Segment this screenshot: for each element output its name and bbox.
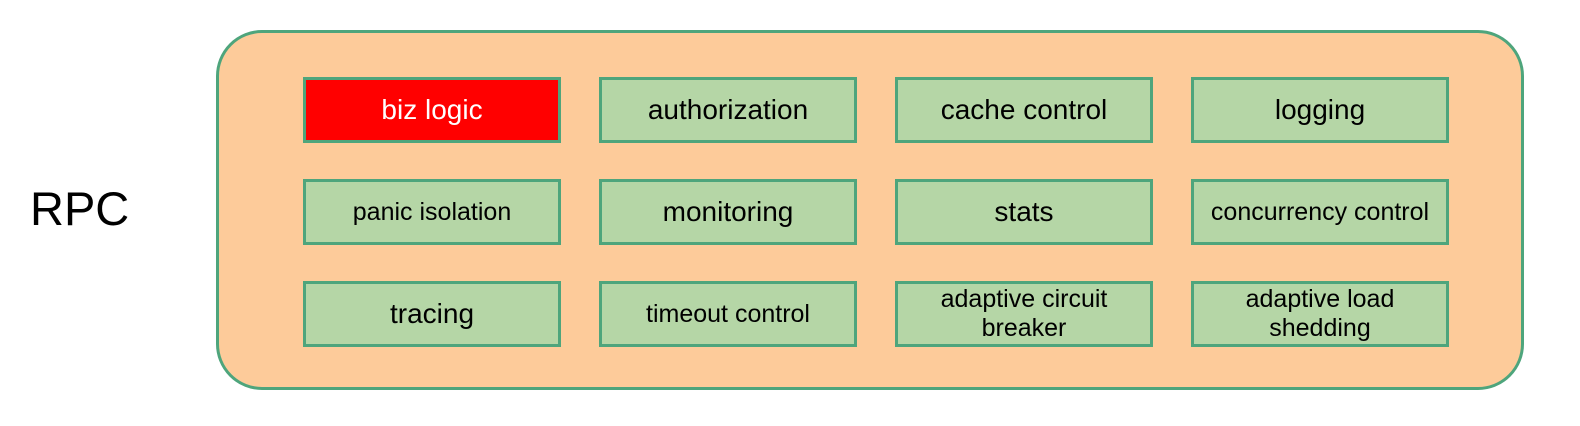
capability-box-label: tracing: [389, 298, 475, 329]
capability-box-label: adaptive load shedding: [1245, 285, 1395, 342]
capability-box-label: panic isolation: [352, 197, 512, 226]
capability-box-biz-logic[interactable]: biz logic: [303, 77, 561, 143]
capability-box-label: timeout control: [646, 299, 810, 328]
capability-box-logging[interactable]: logging: [1191, 77, 1449, 143]
capability-row: panic isolation monitoring stats concurrenc…: [303, 179, 1459, 245]
rpc-capability-container: biz logic authorization cache control loggi…: [216, 30, 1524, 390]
capability-box-label: biz logic: [381, 94, 483, 125]
capability-box-label: monitoring: [662, 196, 794, 227]
capability-box-authorization[interactable]: authorization: [599, 77, 857, 143]
capability-box-label: concurrency control: [1210, 197, 1430, 226]
capability-box-adaptive-load-shedding[interactable]: adaptive load shedding: [1191, 281, 1449, 347]
capability-row: biz logic authorization cache control loggi…: [303, 77, 1459, 143]
capability-box-stats[interactable]: stats: [895, 179, 1153, 245]
capability-box-adaptive-circuit-breaker[interactable]: adaptive circuit breaker: [895, 281, 1153, 347]
rpc-title-label: RPC: [30, 182, 130, 235]
capability-row: tracing timeout control adaptive circuit b…: [303, 281, 1459, 347]
capability-box-tracing[interactable]: tracing: [303, 281, 561, 347]
capability-box-cache-control[interactable]: cache control: [895, 77, 1153, 143]
capability-box-concurrency-control[interactable]: concurrency control: [1191, 179, 1449, 245]
capability-box-panic-isolation[interactable]: panic isolation: [303, 179, 561, 245]
capability-box-label: logging: [1274, 94, 1366, 125]
capability-box-label: adaptive circuit breaker: [940, 285, 1108, 342]
capability-box-label: cache control: [940, 94, 1108, 125]
capability-box-label: authorization: [647, 94, 809, 125]
capability-grid: biz logic authorization cache control loggi…: [303, 77, 1459, 347]
capability-box-monitoring[interactable]: monitoring: [599, 179, 857, 245]
capability-box-label: stats: [994, 196, 1054, 227]
capability-box-timeout-control[interactable]: timeout control: [599, 281, 857, 347]
